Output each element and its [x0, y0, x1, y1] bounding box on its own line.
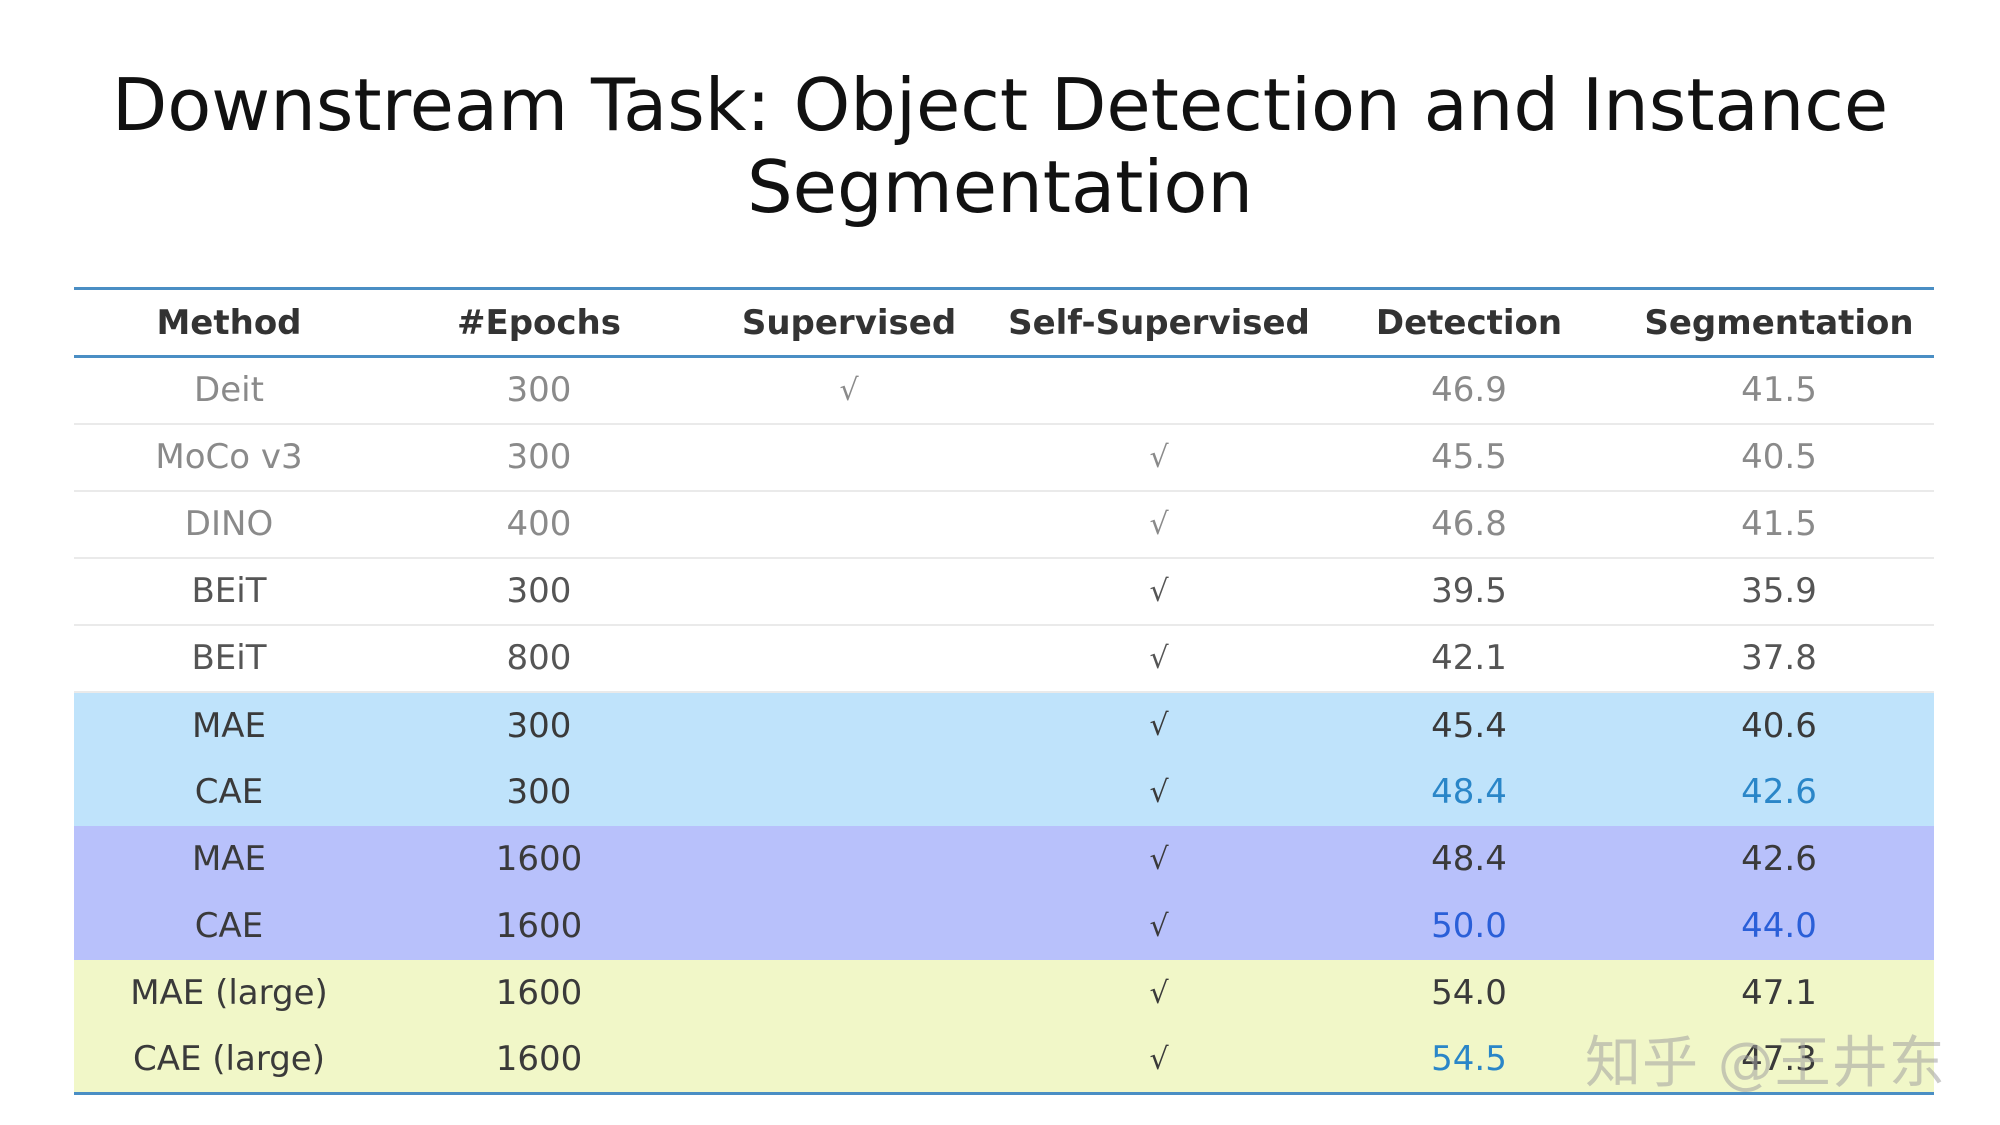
cell-segmentation: 40.5: [1624, 423, 1934, 492]
table-row-dino: DINO 400 √ 46.8 41.5: [74, 490, 1934, 559]
cell-supervised-check: √: [694, 356, 1004, 425]
cell-segmentation-highlight: 42.6: [1624, 758, 1934, 826]
cell-self-supervised-check: √: [1004, 490, 1314, 559]
cell-supervised-check: [694, 490, 1004, 559]
cell-detection: 54.0: [1314, 959, 1624, 1027]
column-header-detection: Detection: [1375, 302, 1563, 343]
results-table: Method #Epochs Supervised Self-Supervise…: [74, 287, 1934, 1095]
cell-epochs: 300: [384, 356, 694, 425]
cell-segmentation: 37.8: [1624, 624, 1934, 693]
cell-epochs: 800: [384, 624, 694, 693]
cell-self-supervised-check: √: [1004, 1026, 1314, 1094]
cell-self-supervised-check: √: [1004, 691, 1314, 759]
cell-segmentation: 42.6: [1624, 825, 1934, 893]
table-row-cae-large: CAE (large) 1600 √ 54.5 47.3: [74, 1026, 1934, 1094]
cell-method: DINO: [74, 490, 384, 559]
cell-epochs: 1600: [384, 959, 694, 1027]
cell-supervised-check: [694, 959, 1004, 1027]
cell-method: BEiT: [74, 557, 384, 626]
cell-epochs: 300: [384, 691, 694, 759]
cell-segmentation: 47.1: [1624, 959, 1934, 1027]
cell-detection: 46.8: [1314, 490, 1624, 559]
column-header-method: Method: [156, 302, 302, 343]
cell-detection: 45.4: [1314, 691, 1624, 759]
table-row-cae-300: CAE 300 √ 48.4 42.6: [74, 758, 1934, 826]
cell-supervised-check: [694, 758, 1004, 826]
cell-supervised-check: [694, 557, 1004, 626]
cell-segmentation: 41.5: [1624, 356, 1934, 425]
cell-method: CAE: [74, 758, 384, 826]
table-row-mae-300: MAE 300 √ 45.4 40.6: [74, 691, 1934, 759]
cell-epochs: 1600: [384, 1026, 694, 1094]
table-row-moco-v3: MoCo v3 300 √ 45.5 40.5: [74, 423, 1934, 492]
cell-self-supervised-check: √: [1004, 423, 1314, 492]
cell-segmentation: 40.6: [1624, 691, 1934, 759]
cell-detection-highlight: 48.4: [1314, 758, 1624, 826]
cell-self-supervised-check: √: [1004, 624, 1314, 693]
cell-detection-highlight: 50.0: [1314, 892, 1624, 960]
cell-supervised-check: [694, 825, 1004, 893]
cell-detection: 45.5: [1314, 423, 1624, 492]
results-table-container: Method #Epochs Supervised Self-Supervise…: [74, 287, 1934, 1095]
cell-method: MAE (large): [74, 959, 384, 1027]
cell-method: MoCo v3: [74, 423, 384, 492]
cell-epochs: 300: [384, 758, 694, 826]
column-header-epochs: #Epochs: [456, 302, 621, 343]
table-row-beit-800: BEiT 800 √ 42.1 37.8: [74, 624, 1934, 693]
cell-segmentation: 47.3: [1624, 1026, 1934, 1094]
table-row-cae-1600: CAE 1600 √ 50.0 44.0: [74, 892, 1934, 960]
cell-method: MAE: [74, 691, 384, 759]
table-row-beit-300: BEiT 300 √ 39.5 35.9: [74, 557, 1934, 626]
slide-title-line-1: Downstream Task: Object Detection and In…: [111, 63, 1889, 147]
cell-self-supervised-check: √: [1004, 825, 1314, 893]
slide-title: Downstream Task: Object Detection and In…: [0, 64, 2000, 228]
slide-title-line-2: Segmentation: [746, 145, 1254, 229]
cell-segmentation: 35.9: [1624, 557, 1934, 626]
table-header-row: Method #Epochs Supervised Self-Supervise…: [74, 288, 1934, 357]
column-header-supervised: Supervised: [741, 302, 957, 343]
cell-method: Deit: [74, 356, 384, 425]
cell-self-supervised-check: √: [1004, 557, 1314, 626]
cell-method: BEiT: [74, 624, 384, 693]
cell-supervised-check: [694, 1026, 1004, 1094]
cell-segmentation: 41.5: [1624, 490, 1934, 559]
cell-supervised-check: [694, 691, 1004, 759]
cell-detection: 48.4: [1314, 825, 1624, 893]
column-header-self-supervised: Self-Supervised: [1008, 302, 1310, 343]
cell-epochs: 300: [384, 423, 694, 492]
cell-epochs: 400: [384, 490, 694, 559]
cell-epochs: 300: [384, 557, 694, 626]
cell-self-supervised-check: [1004, 356, 1314, 425]
cell-method: CAE (large): [74, 1026, 384, 1094]
cell-detection: 39.5: [1314, 557, 1624, 626]
cell-supervised-check: [694, 892, 1004, 960]
cell-method: CAE: [74, 892, 384, 960]
cell-segmentation-highlight: 44.0: [1624, 892, 1934, 960]
watermark: 知乎 @王井东: [1585, 1031, 1946, 1096]
cell-detection: 46.9: [1314, 356, 1624, 425]
cell-epochs: 1600: [384, 825, 694, 893]
cell-self-supervised-check: √: [1004, 758, 1314, 826]
cell-epochs: 1600: [384, 892, 694, 960]
cell-method: MAE: [74, 825, 384, 893]
cell-supervised-check: [694, 624, 1004, 693]
cell-self-supervised-check: √: [1004, 959, 1314, 1027]
table-row-mae-large: MAE (large) 1600 √ 54.0 47.1: [74, 959, 1934, 1027]
cell-detection-highlight: 54.5: [1314, 1026, 1624, 1094]
column-header-segmentation: Segmentation: [1644, 302, 1914, 343]
cell-self-supervised-check: √: [1004, 892, 1314, 960]
cell-supervised-check: [694, 423, 1004, 492]
table-row-deit: Deit 300 √ 46.9 41.5: [74, 356, 1934, 425]
table-row-mae-1600: MAE 1600 √ 48.4 42.6: [74, 825, 1934, 893]
cell-detection: 42.1: [1314, 624, 1624, 693]
